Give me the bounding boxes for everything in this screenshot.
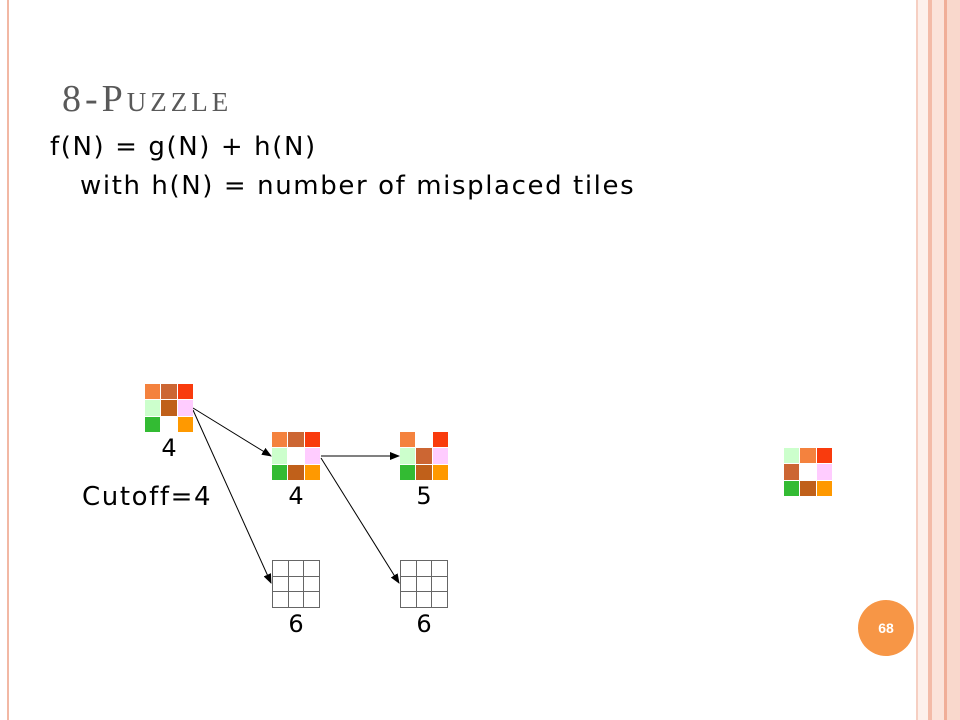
puzzle-tile bbox=[288, 432, 304, 448]
blank-tile bbox=[304, 592, 319, 607]
puzzle-tile bbox=[177, 416, 193, 432]
tree-edge-arrow bbox=[192, 407, 272, 457]
puzzle-tile bbox=[816, 480, 832, 496]
f-value-label: 4 bbox=[288, 482, 304, 510]
puzzle-tile bbox=[816, 464, 832, 480]
blank-tile bbox=[800, 464, 816, 480]
goal-state bbox=[784, 448, 832, 496]
puzzle-tile bbox=[272, 464, 288, 480]
blank-tile bbox=[288, 561, 304, 576]
f-value-label: 5 bbox=[416, 482, 432, 510]
puzzle-tile bbox=[784, 464, 800, 480]
blank-tile bbox=[416, 576, 432, 592]
puzzle-tile bbox=[400, 448, 416, 464]
right-decorative-stripes bbox=[916, 0, 960, 720]
blank-tile bbox=[273, 592, 288, 607]
page-number: 68 bbox=[878, 620, 894, 636]
f-value-label: 6 bbox=[416, 610, 432, 638]
page-number-badge: 68 bbox=[858, 600, 914, 656]
blank-tile bbox=[416, 592, 432, 607]
puzzle-tile bbox=[416, 448, 432, 464]
puzzle-tile bbox=[161, 400, 177, 416]
cutoff-label: Cutoff=4 bbox=[82, 482, 213, 512]
tree-edge-arrow bbox=[192, 409, 272, 584]
puzzle-tile bbox=[145, 384, 161, 400]
blank-tile bbox=[432, 576, 447, 592]
puzzle-tile bbox=[432, 464, 448, 480]
puzzle-board bbox=[272, 432, 320, 480]
blank-tile bbox=[304, 561, 319, 576]
puzzle-tile bbox=[416, 464, 432, 480]
puzzle-tile bbox=[177, 384, 193, 400]
tree-node: 6 bbox=[400, 560, 448, 638]
puzzle-tile bbox=[800, 448, 816, 464]
blank-tile bbox=[273, 576, 288, 592]
goal-board bbox=[784, 448, 832, 496]
f-value-label: 4 bbox=[161, 434, 177, 462]
puzzle-tile bbox=[432, 432, 448, 448]
puzzle-tile bbox=[145, 400, 161, 416]
tree-edge-arrow bbox=[320, 457, 400, 584]
puzzle-tile bbox=[784, 448, 800, 464]
blank-tile bbox=[401, 561, 416, 576]
puzzle-tile bbox=[304, 448, 320, 464]
puzzle-board bbox=[400, 560, 448, 608]
formula-text: f(N) = g(N) + h(N) bbox=[50, 132, 317, 162]
tree-node-root: 4 bbox=[145, 384, 193, 462]
left-border-line bbox=[7, 0, 9, 720]
blank-tile bbox=[288, 592, 304, 607]
slide-title: 8-Puzzle bbox=[62, 78, 233, 120]
blank-tile bbox=[288, 448, 304, 464]
blank-tile bbox=[401, 592, 416, 607]
blank-tile bbox=[416, 432, 432, 448]
blank-tile bbox=[401, 576, 416, 592]
puzzle-board bbox=[400, 432, 448, 480]
tree-node: 6 bbox=[272, 560, 320, 638]
puzzle-tile bbox=[432, 448, 448, 464]
puzzle-tile bbox=[304, 432, 320, 448]
puzzle-tile bbox=[400, 432, 416, 448]
blank-tile bbox=[288, 576, 304, 592]
blank-tile bbox=[304, 576, 319, 592]
blank-tile bbox=[273, 561, 288, 576]
puzzle-board bbox=[272, 560, 320, 608]
blank-tile bbox=[432, 592, 447, 607]
puzzle-tile bbox=[816, 448, 832, 464]
puzzle-board bbox=[145, 384, 193, 432]
puzzle-tile bbox=[161, 384, 177, 400]
puzzle-tile bbox=[272, 448, 288, 464]
puzzle-tile bbox=[177, 400, 193, 416]
tree-node: 5 bbox=[400, 432, 448, 510]
tree-node: 4 bbox=[272, 432, 320, 510]
puzzle-tile bbox=[304, 464, 320, 480]
heuristic-text: with h(N) = number of misplaced tiles bbox=[80, 171, 636, 201]
blank-tile bbox=[432, 561, 447, 576]
puzzle-tile bbox=[784, 480, 800, 496]
puzzle-tile bbox=[800, 480, 816, 496]
blank-tile bbox=[161, 416, 177, 432]
f-value-label: 6 bbox=[288, 610, 304, 638]
blank-tile bbox=[416, 561, 432, 576]
puzzle-tile bbox=[145, 416, 161, 432]
puzzle-tile bbox=[288, 464, 304, 480]
puzzle-tile bbox=[400, 464, 416, 480]
puzzle-tile bbox=[272, 432, 288, 448]
